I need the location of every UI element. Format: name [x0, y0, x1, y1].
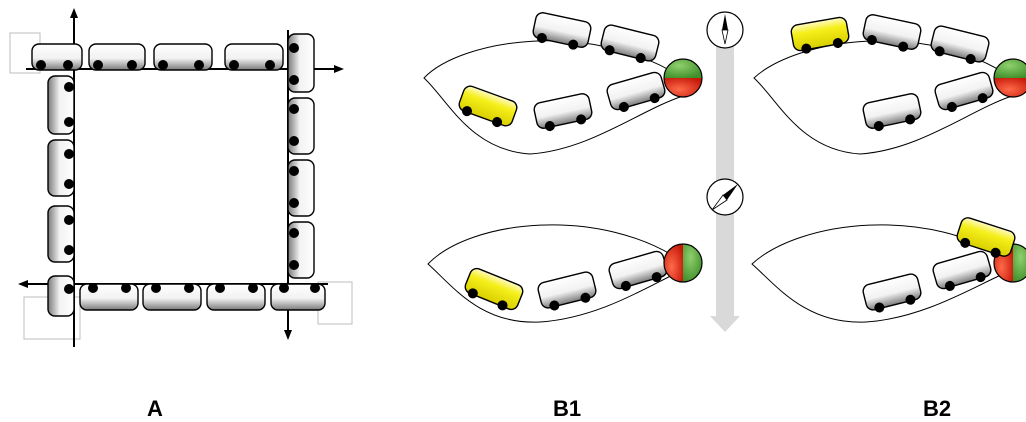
car-icon: [532, 12, 592, 50]
lane-outline: [751, 224, 1013, 323]
car-icon[interactable]: [954, 216, 1017, 262]
car-icon: [608, 250, 668, 291]
panel-a-intersection-grid: [9, 8, 353, 347]
car-icon: [862, 273, 922, 313]
clock-icon: [706, 11, 744, 49]
car-icon: [79, 283, 139, 311]
car-icon: [600, 24, 660, 64]
panel-b2: [751, 14, 1026, 323]
car-icon[interactable]: [462, 266, 525, 315]
car-icon: [270, 283, 326, 311]
car-icon: [932, 250, 992, 291]
car-icon: [930, 25, 990, 65]
car-icon: [47, 275, 75, 317]
car-icon: [47, 205, 75, 263]
traffic-signal-icon: [993, 58, 1026, 98]
car-icon[interactable]: [456, 84, 519, 131]
car-icon: [862, 14, 922, 52]
car-icon: [537, 271, 597, 311]
car-icon[interactable]: [790, 16, 850, 55]
car-icon: [287, 97, 315, 155]
car-icon: [153, 43, 213, 71]
panel-label-a: A: [147, 396, 163, 421]
car-icon: [31, 43, 83, 71]
car-icon: [47, 139, 75, 197]
car-icon: [206, 283, 266, 311]
panel-label-b2: B2: [923, 396, 952, 421]
car-icon: [88, 43, 146, 71]
car-icon: [606, 71, 666, 112]
clock-icon: [706, 178, 744, 216]
car-icon: [934, 71, 994, 112]
car-icon: [47, 75, 75, 135]
car-icon: [142, 283, 202, 311]
car-icon: [224, 43, 284, 71]
panel-label-b1: B1: [553, 396, 582, 421]
car-icon: [287, 159, 315, 217]
traffic-signal-icon: [663, 58, 703, 98]
traffic-signal-icon: [663, 243, 703, 283]
car-icon: [862, 93, 922, 132]
panel-b1: [423, 11, 744, 332]
car-icon: [533, 93, 593, 132]
car-icon: [287, 221, 315, 279]
car-icon: [287, 33, 315, 93]
lane-outline: [427, 224, 684, 323]
